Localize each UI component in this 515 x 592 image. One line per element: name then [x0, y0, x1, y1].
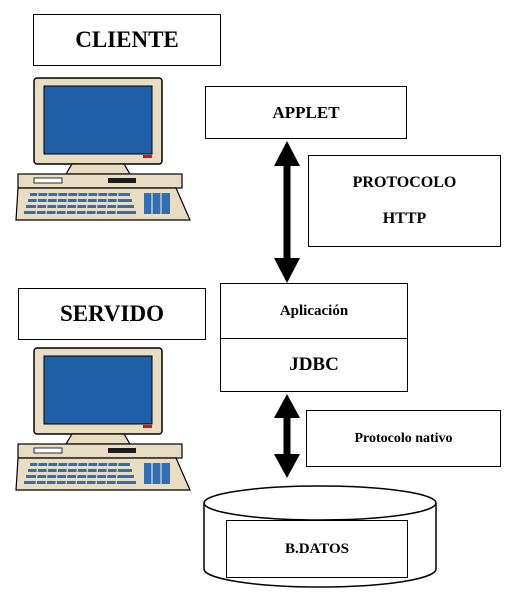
database-cylinder: [203, 485, 437, 588]
application-box: Aplicación: [220, 283, 408, 339]
jdbc-label: JDBC: [289, 354, 339, 375]
native-protocol-label: Protocolo nativo: [354, 430, 453, 446]
applet-box: APPLET: [205, 86, 407, 139]
http-double-arrow: [274, 141, 300, 283]
server-title: SERVIDO: [18, 288, 206, 340]
native-double-arrow: [274, 394, 300, 478]
client-title-text: CLIENTE: [75, 27, 179, 52]
http-line-1: PROTOCOLO: [352, 174, 457, 191]
database-label: B.DATOS: [284, 540, 350, 557]
server-title-text: SERVIDO: [60, 301, 164, 326]
jdbc-box: JDBC: [220, 338, 408, 392]
client-title: CLIENTE: [33, 14, 221, 66]
http-line-2: HTTP: [382, 210, 427, 227]
applet-label: APPLET: [272, 102, 340, 122]
application-label: Aplicación: [279, 303, 349, 319]
database-box: B.DATOS: [226, 520, 408, 578]
http-protocol-box: PROTOCOLO HTTP: [308, 155, 501, 247]
native-protocol-box: Protocolo nativo: [306, 410, 501, 467]
server-computer-icon: [15, 347, 191, 491]
client-computer-icon: [15, 77, 191, 221]
